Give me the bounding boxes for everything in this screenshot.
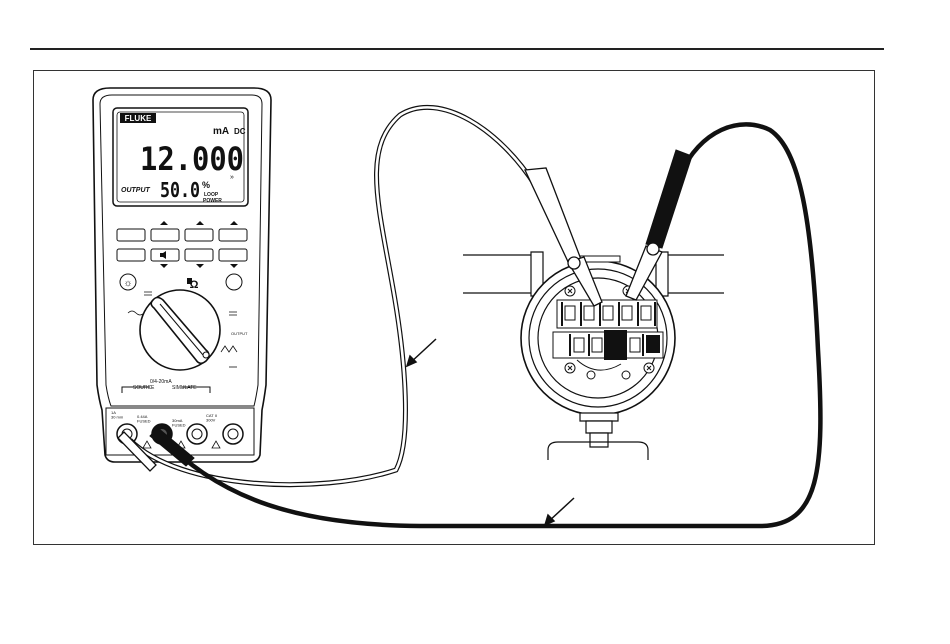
hold-button[interactable] bbox=[226, 274, 242, 290]
backlight-icon: ☼ bbox=[123, 278, 132, 289]
continuity-indicator: » bbox=[230, 174, 234, 181]
button-2[interactable] bbox=[151, 229, 179, 241]
transmitter-base bbox=[548, 413, 648, 460]
button-3[interactable] bbox=[185, 229, 213, 241]
brand-logo: FLUKE bbox=[125, 114, 152, 123]
dial-output-label: OUTPUT bbox=[231, 331, 248, 336]
secondary-reading: 50.0 bbox=[160, 178, 200, 202]
percent-sign: % bbox=[202, 180, 210, 190]
button-5[interactable] bbox=[117, 249, 145, 261]
button-1[interactable] bbox=[117, 229, 145, 241]
unit-label: mA bbox=[213, 126, 229, 137]
range-button[interactable] bbox=[185, 249, 213, 261]
lead-callout-arrow-black bbox=[545, 498, 574, 525]
power-label: POWER bbox=[203, 198, 222, 204]
output-label: OUTPUT bbox=[121, 187, 151, 194]
button-4[interactable] bbox=[219, 229, 247, 241]
jack-4-inner bbox=[228, 429, 238, 439]
mode-label: DC bbox=[234, 127, 246, 136]
lead-callout-arrow-white bbox=[407, 339, 436, 366]
jack-3-inner bbox=[192, 429, 202, 439]
ohm-symbol: Ω bbox=[190, 279, 199, 291]
simulate-label: SIMULATE bbox=[172, 385, 197, 391]
source-label: SOURCE bbox=[133, 385, 155, 391]
button-8[interactable] bbox=[219, 249, 247, 261]
main-reading: 12.000 bbox=[140, 140, 244, 178]
rotary-dial[interactable] bbox=[140, 290, 220, 370]
